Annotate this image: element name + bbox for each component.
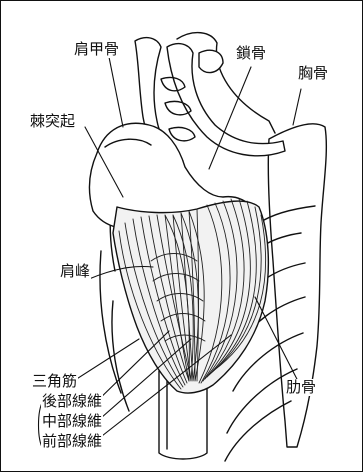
label-deltoid: 三角筋 — [31, 373, 78, 390]
label-acromion: 肩峰 — [59, 263, 91, 280]
label-shoulder-blade: 肩甲骨 — [73, 41, 120, 58]
vertebra-3 — [169, 127, 195, 140]
label-middle-fibers: 中部線維 — [41, 413, 103, 430]
label-posterior-fibers: 後部線維 — [41, 393, 103, 410]
coracoid-tip — [199, 50, 223, 72]
label-ribs: 肋骨 — [285, 379, 317, 396]
label-spine-of-scapula: 棘突起 — [29, 113, 76, 130]
sternum-shape — [268, 124, 326, 447]
clavicle-shape — [167, 44, 285, 156]
leader-shoulder-blade — [109, 57, 123, 127]
leader-breastbone — [293, 89, 301, 125]
label-anterior-fibers: 前部線維 — [41, 433, 103, 450]
label-collarbone: 鎖骨 — [235, 45, 267, 62]
rib-left-2 — [112, 301, 129, 411]
rib-6 — [225, 401, 291, 461]
label-breastbone: 胸骨 — [297, 65, 329, 82]
